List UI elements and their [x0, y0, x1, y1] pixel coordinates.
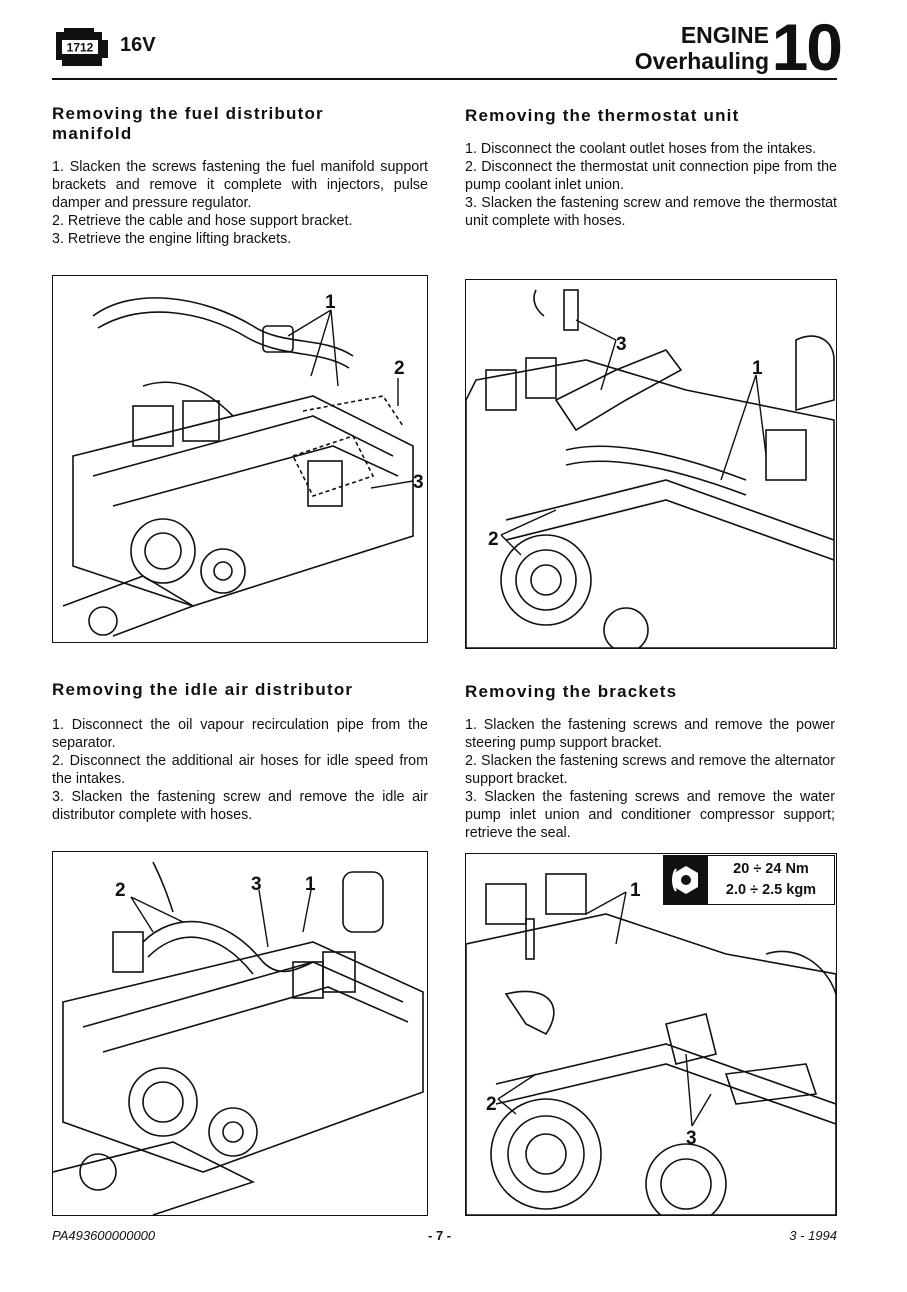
section-heading: Removing the fuel distributor manifold	[52, 104, 324, 143]
figure-idle-air: 2 3 1	[52, 851, 428, 1216]
section-title: ENGINE Overhauling	[635, 22, 769, 74]
thermostat-illustration: 3 1 2	[466, 289, 835, 648]
step-item: 1. Slacken the screws fastening the fuel…	[52, 159, 428, 211]
figure-brackets: 1 2 3	[465, 853, 837, 1216]
step-item: 3. Slacken the fastening screw and remov…	[52, 789, 428, 823]
callout-3: 3	[251, 874, 262, 895]
callout-1: 1	[305, 874, 316, 895]
callout-1: 1	[752, 358, 763, 379]
engine-logo-icon: 1712	[52, 26, 110, 70]
callout-2: 2	[486, 1094, 497, 1115]
section-fuel-distributor: Removing the fuel distributor manifold 1…	[52, 104, 428, 248]
step-item: 1. Disconnect the coolant outlet hoses f…	[465, 141, 817, 157]
publication-date: 3 - 1994	[789, 1228, 837, 1243]
header-divider	[52, 78, 837, 80]
step-item: 2. Disconnect the additional air hoses f…	[52, 753, 428, 787]
section-heading: Removing the idle air distributor	[52, 680, 354, 699]
callout-3: 3	[616, 334, 627, 355]
document-code: PA493600000000	[52, 1228, 156, 1243]
torque-spec: 20 ÷ 24 Nm 2.0 ÷ 2.5 kgm	[663, 855, 835, 905]
step-item: 3. Slacken the fastening screws and remo…	[465, 789, 835, 841]
torque-values: 20 ÷ 24 Nm 2.0 ÷ 2.5 kgm	[708, 856, 834, 904]
idle-air-illustration: 2 3 1	[53, 861, 424, 1215]
page-number: - 7 -	[428, 1228, 452, 1243]
step-item: 2. Slacken the fastening screws and remo…	[465, 753, 835, 787]
section-idle-air: Removing the idle air distributor 1. Dis…	[52, 680, 428, 824]
section-number: 10	[771, 10, 843, 84]
torque-kgm: 2.0 ÷ 2.5 kgm	[725, 882, 817, 898]
figure-fuel-distributor: 1 2 3	[52, 275, 428, 643]
section-title-line2: Overhauling	[634, 48, 769, 74]
engine-illustration: 1 2 3	[62, 292, 424, 637]
steps-list: 1. Disconnect the coolant outlet hoses f…	[465, 140, 837, 230]
section-heading: Removing the brackets	[465, 682, 678, 701]
brackets-illustration: 1 2 3	[466, 873, 836, 1215]
torque-nm: 20 ÷ 24 Nm	[733, 861, 809, 877]
step-item: 1. Disconnect the oil vapour recirculati…	[52, 717, 428, 751]
engine-variant: 16V	[120, 34, 156, 56]
steps-list: 1. Slacken the screws fastening the fuel…	[52, 158, 428, 248]
step-item: 3. Retrieve the engine lifting brackets.	[52, 231, 292, 247]
section-title-line1: ENGINE	[680, 22, 769, 48]
step-item: 2. Disconnect the thermostat unit connec…	[465, 159, 837, 193]
figure-thermostat: 3 1 2	[465, 279, 837, 649]
section-brackets: Removing the brackets 1. Slacken the fas…	[465, 682, 835, 842]
callout-3: 3	[413, 472, 424, 493]
step-item: 1. Slacken the fastening screws and remo…	[465, 717, 835, 751]
callout-2: 2	[115, 880, 126, 901]
steps-list: 1. Disconnect the oil vapour recirculati…	[52, 716, 428, 824]
callout-3: 3	[686, 1128, 697, 1149]
callout-1: 1	[325, 292, 336, 313]
section-heading: Removing the thermostat unit	[465, 106, 740, 125]
steps-list: 1. Slacken the fastening screws and remo…	[465, 716, 835, 842]
logo-label: 1712	[67, 41, 94, 55]
callout-2: 2	[394, 358, 405, 379]
section-thermostat: Removing the thermostat unit 1. Disconne…	[465, 106, 837, 230]
step-item: 3. Slacken the fastening screw and remov…	[465, 195, 837, 229]
torque-nut-icon	[664, 856, 708, 904]
callout-1: 1	[630, 880, 641, 901]
step-item: 2. Retrieve the cable and hose support b…	[52, 213, 353, 229]
callout-2: 2	[488, 529, 499, 550]
